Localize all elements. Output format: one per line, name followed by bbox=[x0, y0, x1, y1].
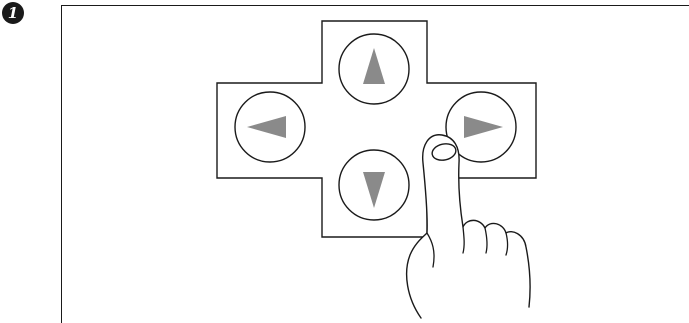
step-number-badge: 1 bbox=[2, 2, 24, 24]
down-button[interactable] bbox=[339, 150, 409, 220]
left-button[interactable] bbox=[235, 92, 305, 162]
up-button[interactable] bbox=[339, 34, 409, 104]
illustration-panel bbox=[61, 5, 689, 323]
dpad-illustration bbox=[61, 5, 689, 323]
